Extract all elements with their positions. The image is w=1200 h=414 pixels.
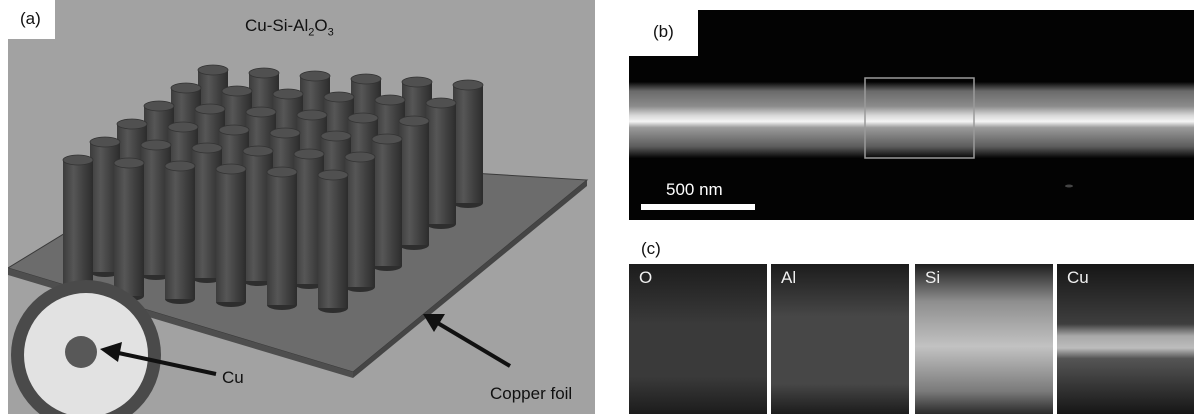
panel-a-schematic: (a) Cu-Si-Al2O3 Cu Copper foil [8, 0, 595, 414]
region-of-interest-box [864, 77, 975, 159]
panel-c-label: (c) [629, 228, 675, 263]
map-oxygen: O [629, 264, 767, 414]
nanowire-micrograph [629, 77, 1194, 188]
nanopillar-array-illustration [8, 64, 589, 414]
nanopillar [426, 103, 456, 224]
nanowire [629, 82, 1194, 158]
map-copper: Cu [1057, 264, 1194, 414]
scalebar-label: 500 nm [666, 180, 723, 199]
panel-b-tem-image: (b) 500 nm [629, 10, 1194, 220]
map-silicon: Si [915, 264, 1053, 414]
panel-a-label: (a) [8, 0, 55, 39]
nanopillar [372, 139, 402, 266]
cross-section-cu-core [65, 336, 97, 368]
arrow-to-cu-core [100, 342, 122, 362]
nanopillar [165, 166, 195, 299]
map-label-o: O [639, 268, 653, 287]
map-aluminum: Al [771, 264, 909, 414]
scalebar [641, 204, 755, 210]
map-label-al: Al [781, 268, 797, 287]
nanopillar [216, 169, 246, 302]
panel-b-label: (b) [629, 10, 698, 56]
nanopillar [345, 157, 375, 287]
nanopillar [63, 160, 93, 293]
copper-foil-annotation: Copper foil [490, 384, 573, 403]
map-label-cu: Cu [1067, 268, 1089, 287]
nanopillar [453, 85, 483, 203]
map-label-si: Si [925, 268, 941, 287]
nanopillar [267, 172, 297, 305]
nanopillar [318, 175, 348, 308]
cu-core-annotation: Cu [222, 368, 244, 387]
panel-c-elemental-maps: (c) O Al Si Cu [629, 228, 1194, 414]
nanopillar [399, 121, 429, 245]
arrow-to-copper-foil [423, 314, 445, 332]
material-title: Cu-Si-Al2O3 [245, 16, 334, 39]
nanopillar [114, 163, 144, 296]
